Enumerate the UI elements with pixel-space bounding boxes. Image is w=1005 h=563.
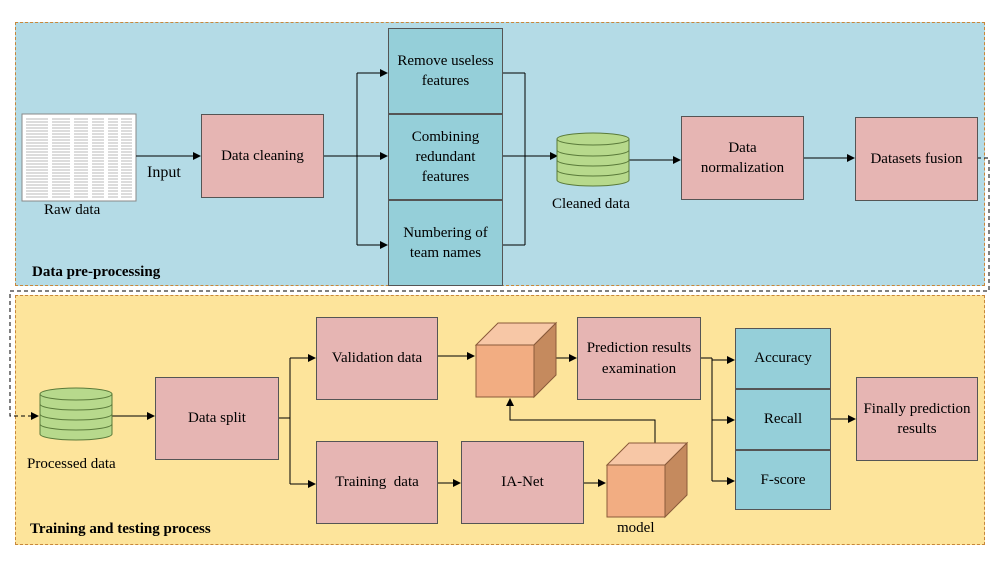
data-normalization-box: Data normalization [681,116,804,200]
ia-net-box: IA-Net [461,441,584,524]
final-prediction-results-box: Finally prediction results [856,377,978,461]
training-data-box: Training data [316,441,438,524]
arrow-model-to-test-cube [506,398,656,443]
remove-useless-features-box: Remove useless features [388,28,503,114]
accuracy-box: Accuracy [735,328,831,389]
validation-data-box: Validation data [316,317,438,400]
data-split-box: Data split [155,377,279,460]
trained-model-cube-icon [605,441,689,519]
combining-redundant-features-box: Combining redundant features [388,114,503,200]
arrow-fusion-to-processed [9,157,990,420]
recall-box: Recall [735,389,831,450]
f-score-box: F-score [735,450,831,510]
prediction-examination-box: Prediction results examination [577,317,701,400]
data-cleaning-box: Data cleaning [201,114,324,198]
model-label: model [617,520,655,536]
cleaned-data-database-icon [556,132,630,187]
datasets-fusion-box: Datasets fusion [855,117,978,201]
preprocessing-title: Data pre-processing [32,264,161,280]
raw-data-label: Raw data [44,202,101,218]
cleaned-data-label: Cleaned data [552,196,630,212]
numbering-team-names-box: Numbering of team names [388,200,503,286]
input-label: Input [147,164,181,181]
processed-data-label: Processed data [27,456,116,472]
test-model-cube-icon [474,321,558,399]
processed-data-database-icon [39,387,113,441]
training-title: Training and testing process [30,521,211,537]
